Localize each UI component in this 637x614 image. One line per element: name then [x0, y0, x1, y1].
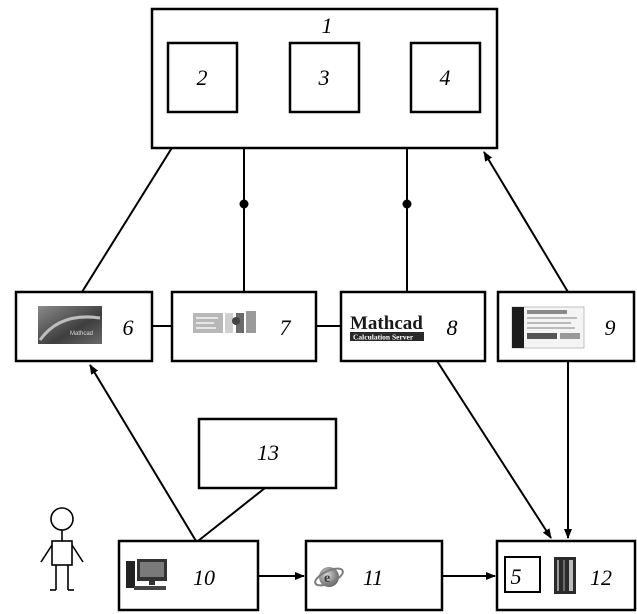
mathcad-splash-text: Mathcad — [70, 331, 93, 337]
node-3: 3 — [288, 41, 361, 114]
mathcad-logo-title: Mathcad — [350, 313, 423, 334]
label-1: 1 — [322, 13, 333, 38]
label-10: 10 — [193, 565, 215, 590]
node-13: 13 — [197, 417, 338, 490]
label-2: 2 — [197, 65, 208, 90]
node-2: 2 — [166, 41, 239, 114]
node-5: 5 — [504, 556, 541, 593]
mathcad-calculation-server-logo: Mathcad Calculation Server — [350, 313, 424, 342]
label-5: 5 — [511, 564, 522, 589]
server-tower-icon — [554, 557, 576, 594]
node-10: 10 — [117, 539, 260, 612]
node-9: 9 — [496, 290, 636, 363]
node-7: 7 — [170, 290, 318, 363]
label-3: 3 — [318, 65, 330, 90]
label-11: 11 — [363, 565, 383, 590]
label-7: 7 — [280, 315, 292, 340]
mathcad-splash-icon: Mathcad — [38, 306, 102, 344]
arrow-10-to-6 — [89, 364, 197, 542]
node-12: 5 12 — [495, 539, 637, 612]
mathcad-logo-subtitle: Calculation Server — [353, 333, 414, 342]
label-6: 6 — [123, 315, 134, 340]
internet-explorer-icon: e — [314, 567, 344, 587]
person-icon — [40, 507, 84, 591]
node-11: e 11 — [304, 539, 444, 612]
node-4: 4 — [409, 41, 482, 114]
label-4: 4 — [440, 65, 451, 90]
junction-dot-7 — [239, 199, 249, 209]
svg-text:e: e — [324, 571, 330, 586]
label-13: 13 — [257, 440, 279, 465]
browser-page-icon — [511, 306, 585, 349]
label-12: 12 — [590, 565, 612, 590]
label-9: 9 — [605, 315, 616, 340]
junction-dot-8 — [402, 199, 412, 209]
node-6: Mathcad 6 — [14, 290, 154, 363]
web-page-icon — [193, 311, 256, 333]
desktop-computer-icon — [126, 559, 167, 590]
arrow-8-to-12 — [436, 360, 552, 539]
arrow-9-to-1 — [483, 151, 569, 293]
label-8: 8 — [447, 315, 458, 340]
node-8: Mathcad Calculation Server 8 — [339, 290, 487, 363]
connector-10-to-13 — [197, 487, 266, 542]
